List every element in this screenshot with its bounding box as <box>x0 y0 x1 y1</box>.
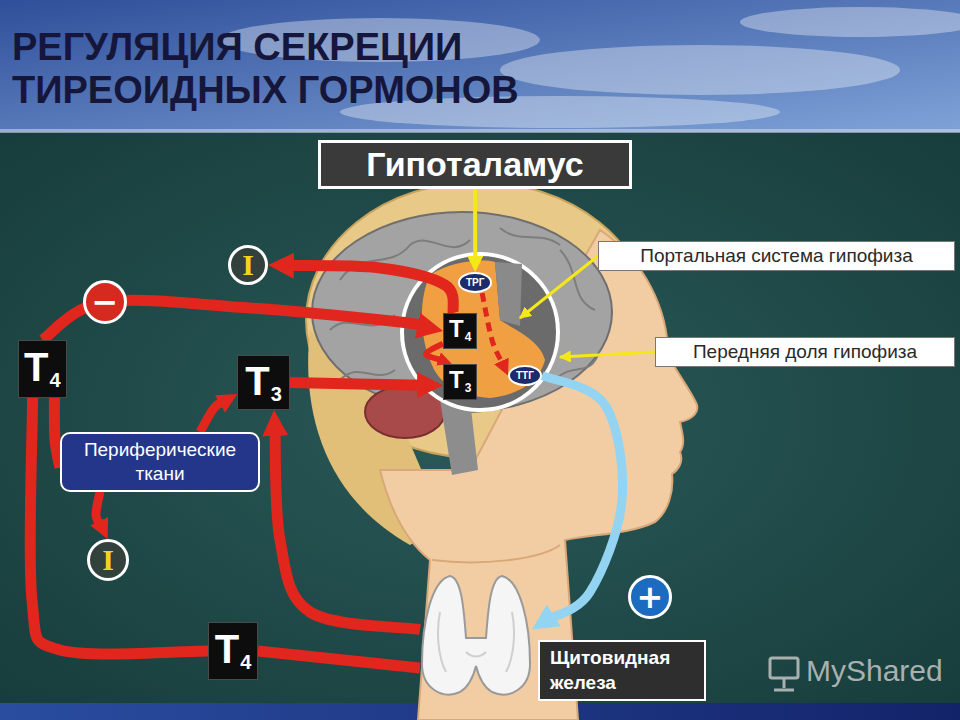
portal-band <box>495 262 522 326</box>
hormone-label: T3 <box>449 368 471 392</box>
hormone-index: 4 <box>465 331 472 343</box>
thyroid-shading <box>438 612 514 672</box>
iodine-circle: I <box>87 539 129 581</box>
node-text: I <box>242 250 254 280</box>
node-text: Периферические ткани <box>72 438 248 486</box>
hormone-index: 4 <box>240 652 251 672</box>
hormone-letter: T <box>245 361 269 401</box>
hormone-letter: T <box>449 317 464 341</box>
jaw-line <box>432 545 560 562</box>
inhibition-sign: − <box>83 280 127 324</box>
connector-arrow <box>96 492 102 527</box>
hormone-index: 4 <box>49 370 60 390</box>
watermark-icon <box>770 658 798 690</box>
connector-arrow <box>275 428 420 629</box>
band-edge <box>0 129 960 133</box>
leader-line <box>560 352 655 357</box>
connector-arrow <box>290 383 425 386</box>
hormone-oval: ТРГ <box>458 272 492 293</box>
hormone-box: T4 <box>443 313 477 349</box>
connector-arrow <box>258 651 420 668</box>
hormone-oval: ТТГ <box>508 365 542 386</box>
hypothalamus-box: Гипоталамус <box>318 140 632 189</box>
node-text: ТРГ <box>466 277 484 288</box>
hormone-box: T4 <box>18 340 67 398</box>
connector-arrow <box>542 376 623 620</box>
hormone-label: T4 <box>449 317 471 341</box>
organ-label: Щитовидная железа <box>538 640 706 701</box>
hormone-letter: T <box>449 368 464 392</box>
node-text: Гипоталамус <box>366 145 584 184</box>
node-text: Портальная система гипофиза <box>640 245 913 267</box>
connector-arrow <box>286 266 453 314</box>
node-text: − <box>92 286 119 318</box>
node-text: + <box>637 581 664 613</box>
tissue-box: Периферические ткани <box>60 432 260 492</box>
callout-box: Портальная система гипофиза <box>598 241 955 271</box>
connector-arrow <box>482 293 503 365</box>
hormone-box: T3 <box>443 364 477 400</box>
stimulation-sign: + <box>628 575 672 619</box>
iodine-circle: I <box>228 245 268 285</box>
callout-box: Передняя доля гипофиза <box>655 337 955 367</box>
slide-title: РЕГУЛЯЦИЯ СЕКРЕЦИИ ТИРЕОИДНЫХ ГОРМОНОВ <box>12 26 652 111</box>
hormone-index: 3 <box>271 384 282 404</box>
thyroid-gland: Щитовидная железа <box>420 572 532 700</box>
hormone-box: T3 <box>237 355 290 410</box>
connector-arrow <box>426 344 443 361</box>
connector-arrow <box>473 189 477 261</box>
hormone-letter: T <box>215 629 239 669</box>
thyroid-lobes <box>422 576 530 694</box>
node-text: I <box>102 545 114 575</box>
leader-line <box>520 256 598 318</box>
hormone-label: T3 <box>245 361 282 401</box>
hormone-box: T4 <box>208 622 258 680</box>
watermark: MyShared <box>806 654 943 688</box>
hormone-index: 3 <box>465 382 472 394</box>
hormone-label: T4 <box>24 347 61 387</box>
node-text: ТТГ <box>516 370 534 381</box>
hormone-letter: T <box>24 347 48 387</box>
node-text: Передняя доля гипофиза <box>693 341 917 363</box>
thyroid-shape <box>420 572 532 700</box>
connector-arrow <box>200 401 225 432</box>
hormone-label: T4 <box>215 629 252 669</box>
